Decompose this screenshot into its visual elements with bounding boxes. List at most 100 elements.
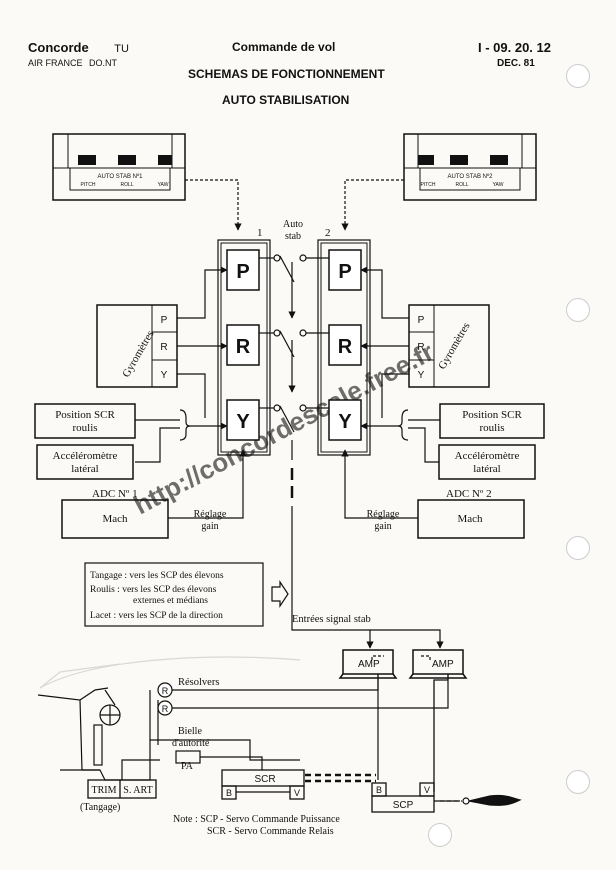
note-line-1: Note : SCP - Servo Commande Puissance bbox=[173, 814, 340, 825]
binder-hole-4 bbox=[566, 770, 590, 794]
gyro-right-p: P bbox=[418, 315, 425, 326]
reglage-left-2: gain bbox=[201, 521, 218, 532]
page-date: DEC. 81 bbox=[497, 58, 535, 69]
control-surface-icon bbox=[440, 794, 522, 806]
reglage-right-1: Réglage bbox=[367, 509, 400, 520]
gyrometres-right: Gyromètres P R Y bbox=[408, 304, 490, 388]
binder-hole-5 bbox=[428, 823, 452, 847]
s-art-label: S. ART bbox=[123, 785, 152, 796]
gyrometres-right-label: Gyromètres bbox=[436, 321, 472, 372]
channel-2-y-block: Y bbox=[338, 411, 352, 433]
amp-boxes bbox=[338, 649, 468, 679]
sensor-connections-left bbox=[135, 409, 247, 519]
channel-1-r-block: R bbox=[236, 336, 251, 358]
gyro-right-y: Y bbox=[418, 370, 425, 381]
panel-links bbox=[185, 179, 404, 231]
gyro-right-r: R bbox=[417, 342, 424, 353]
gyrometres-left-label: Gyromètres bbox=[120, 329, 156, 380]
legend-roulis-1: Roulis : vers les SCP des élevons bbox=[90, 585, 217, 595]
scr-scp-linkage bbox=[305, 773, 376, 783]
accelerometre-left-1: Accéléromètre bbox=[53, 450, 118, 462]
channel-2-p-block: P bbox=[338, 261, 351, 283]
legend-lacet: Lacet : vers les SCP de la direction bbox=[90, 611, 223, 621]
aircraft-name: Concorde TU bbox=[28, 40, 129, 55]
resolver-r-1: R bbox=[162, 686, 169, 696]
amp-2-label: AMP bbox=[432, 659, 454, 670]
auto-stab-panel-2: AUTO STAB Nº2 PITCH ROLL YAW bbox=[403, 133, 537, 201]
chapter-title: Commande de vol bbox=[232, 40, 336, 54]
adc-1-label: ADC Nº 1 bbox=[92, 488, 138, 500]
panel-1-pitch-label: PITCH bbox=[81, 182, 96, 188]
gyrometres-left: Gyromètres P R Y bbox=[96, 304, 178, 388]
scr-label: SCR bbox=[254, 774, 275, 785]
channel-1-y-block: Y bbox=[236, 411, 250, 433]
scp-actuator bbox=[371, 679, 460, 813]
resolver-lines bbox=[172, 674, 449, 780]
sensor-boxes-left bbox=[34, 403, 169, 539]
auto-stab-label-1: Auto bbox=[283, 219, 303, 230]
amp-dashed-links bbox=[371, 655, 431, 660]
gyro-left-p: P bbox=[161, 315, 168, 326]
scr-b: B bbox=[226, 788, 232, 798]
panel-1-roll-label: ROLL bbox=[120, 182, 133, 188]
panel-1-title: AUTO STAB Nº1 bbox=[98, 173, 144, 180]
legend-arrow-icon bbox=[271, 580, 289, 608]
scr-v: V bbox=[294, 788, 300, 798]
pa-label: PA bbox=[181, 761, 194, 772]
panel-1-yaw-label: YAW bbox=[158, 182, 169, 188]
scr-actuator bbox=[221, 769, 305, 800]
auto-stab-label-2: stab bbox=[285, 231, 301, 242]
panel-2-yaw-label: YAW bbox=[493, 182, 504, 188]
scp-label: SCP bbox=[393, 800, 414, 811]
channel-1-number: 1 bbox=[257, 227, 263, 239]
amp-1-label: AMP bbox=[358, 659, 380, 670]
adc-2-label: ADC Nº 2 bbox=[446, 488, 492, 500]
panel-2-pitch-label: PITCH bbox=[421, 182, 436, 188]
resolver-r-2: R bbox=[162, 704, 169, 714]
aircraft-silhouette bbox=[39, 656, 301, 689]
binder-hole-3 bbox=[566, 536, 590, 560]
gyro-left-r: R bbox=[160, 342, 167, 353]
legend-box bbox=[84, 562, 264, 627]
aircraft-code: TU bbox=[114, 43, 129, 55]
reglage-left-1: Réglage bbox=[194, 509, 227, 520]
sensor-connections-right bbox=[341, 409, 440, 519]
tangage-label: (Tangage) bbox=[80, 802, 120, 813]
entrees-signal-label: Entrées signal stab bbox=[292, 614, 371, 625]
page-reference: I - 09. 20. 12 bbox=[478, 40, 551, 55]
trim-box bbox=[87, 779, 157, 799]
position-scr-left-2: roulis bbox=[72, 422, 97, 434]
operator-code: DO.NT bbox=[89, 58, 118, 68]
channel-2-r-block: R bbox=[338, 336, 353, 358]
gyro-connections bbox=[177, 266, 409, 418]
gyro-left-y: Y bbox=[161, 370, 168, 381]
channel-1-p-block: P bbox=[236, 261, 249, 283]
legend-roulis-2: externes et médians bbox=[133, 596, 208, 606]
binder-hole-1 bbox=[566, 64, 590, 88]
binder-hole-2 bbox=[566, 298, 590, 322]
control-column bbox=[37, 687, 300, 781]
resolvers-label: Résolvers bbox=[178, 677, 219, 688]
scp-v: V bbox=[424, 785, 430, 795]
panel-2-roll-label: ROLL bbox=[455, 182, 468, 188]
accelerometre-left-2: latéral bbox=[71, 463, 98, 475]
bielle-label-2: d'autorité bbox=[172, 738, 210, 749]
accelerometre-right-2: latéral bbox=[473, 463, 500, 475]
legend-tangage: Tangage : vers les SCP des élevons bbox=[90, 571, 224, 581]
bielle-label-1: Bielle bbox=[178, 726, 202, 737]
mach-right: Mach bbox=[457, 513, 483, 525]
position-scr-left-1: Position SCR bbox=[55, 409, 115, 421]
reglage-right-2: gain bbox=[374, 521, 391, 532]
auto-stab-switches bbox=[259, 254, 329, 433]
trim-label: TRIM bbox=[92, 785, 117, 796]
aircraft-label: Concorde bbox=[28, 40, 89, 55]
accelerometre-right-1: Accéléromètre bbox=[455, 450, 520, 462]
operator-label: AIR FRANCE bbox=[28, 58, 83, 68]
page-title: SCHEMAS DE FONCTIONNEMENT bbox=[188, 67, 385, 81]
mach-left: Mach bbox=[102, 513, 128, 525]
channel-2-number: 2 bbox=[325, 227, 331, 239]
note-line-2: SCR - Servo Commande Relais bbox=[207, 826, 334, 837]
resolvers bbox=[157, 682, 173, 716]
operator: AIR FRANCE DO.NT bbox=[28, 58, 117, 68]
